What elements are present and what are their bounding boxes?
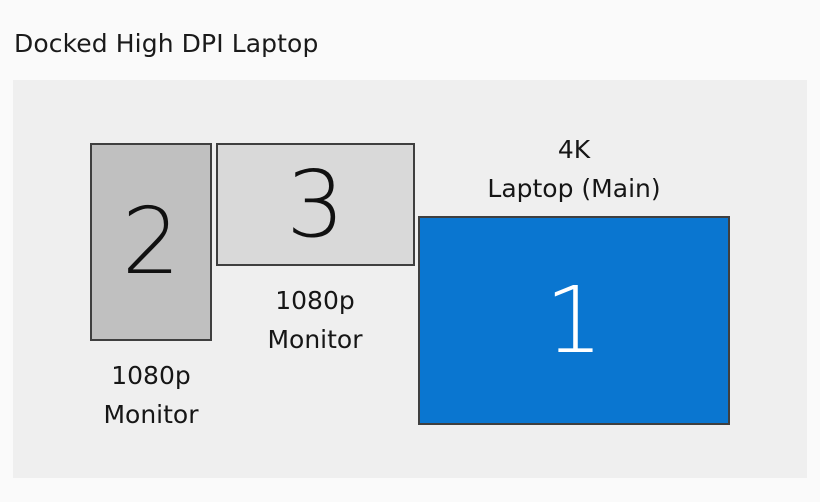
display-number-3: 3 xyxy=(286,150,345,258)
display-caption-laptop-1: 4K Laptop (Main) xyxy=(443,130,705,208)
display-caption-monitor-2: 1080p Monitor xyxy=(65,356,237,434)
display-caption-monitor-2-line2: Monitor xyxy=(103,400,199,429)
display-caption-monitor-2-line1: 1080p xyxy=(111,361,191,390)
display-monitor-2[interactable]: 2 xyxy=(90,143,212,341)
display-caption-laptop-1-line2: Laptop (Main) xyxy=(487,174,661,203)
display-number-1: 1 xyxy=(544,266,604,374)
display-number-2: 2 xyxy=(121,188,181,295)
page-title: Docked High DPI Laptop xyxy=(14,29,319,58)
display-caption-monitor-3-line2: Monitor xyxy=(267,325,363,354)
display-monitor-3[interactable]: 3 xyxy=(216,143,415,266)
display-laptop-1[interactable]: 1 xyxy=(418,216,730,425)
display-caption-monitor-3-line1: 1080p xyxy=(275,286,355,315)
display-caption-laptop-1-line1: 4K xyxy=(557,135,591,164)
display-arrangement-diagram: 2 1080p Monitor 3 1080p Monitor 4K Lapto… xyxy=(13,80,807,478)
display-caption-monitor-3: 1080p Monitor xyxy=(229,281,401,359)
